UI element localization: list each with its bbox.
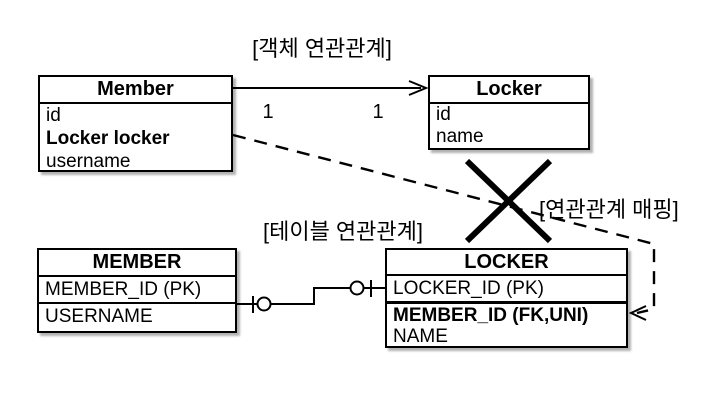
member-class-box: Member id Locker locker username (38, 75, 233, 172)
multiplicity-source: 1 (262, 101, 274, 123)
member-table-row-username: USERNAME (45, 306, 153, 327)
locker-table-row-name: NAME (393, 327, 448, 347)
locker-field-id: id (436, 104, 451, 125)
arrowhead-left-icon (628, 305, 647, 321)
member-table-box: MEMBER MEMBER_ID (PK) USERNAME (37, 248, 237, 333)
mapping-dashed-line (232, 133, 656, 315)
member-class-title: Member (40, 77, 231, 104)
member-table-title: MEMBER (39, 250, 235, 277)
member-field-id: id (46, 105, 61, 126)
locker-table-box: LOCKER LOCKER_ID (PK) MEMBER_ID (FK,UNI)… (385, 248, 628, 348)
member-field-locker: Locker locker (46, 128, 170, 149)
locker-table-row-fk: MEMBER_ID (FK,UNI) (393, 305, 589, 326)
multiplicity-target: 1 (372, 101, 384, 123)
locker-class-box: Locker id name (428, 75, 590, 150)
cardinality-zero-circle-icon (349, 280, 365, 296)
locker-field-name: name (436, 126, 484, 147)
cardinality-zero-circle-icon (256, 296, 272, 312)
member-field-username: username (46, 151, 131, 172)
locker-table-title: LOCKER (387, 250, 626, 276)
mapping-caption: [연관관계 매핑] (539, 197, 679, 222)
member-table-row-pk: MEMBER_ID (PK) (39, 277, 235, 304)
object-association-caption: [객체 연관관계] (252, 36, 392, 61)
table-association-caption: [테이블 연관관계] (262, 219, 424, 244)
table-relationship-connector (237, 280, 385, 313)
x-mark-icon (464, 158, 553, 244)
arrowhead-right-icon (408, 80, 429, 96)
locker-table-row-pk: LOCKER_ID (PK) (387, 276, 626, 304)
locker-class-title: Locker (430, 77, 588, 104)
